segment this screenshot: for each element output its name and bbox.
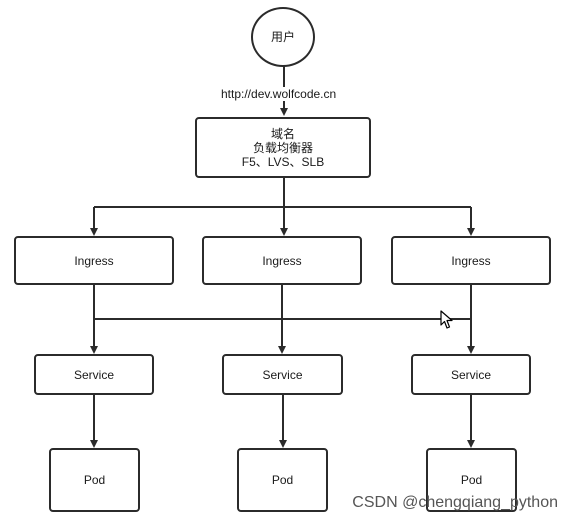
user-label: 用户 bbox=[270, 30, 295, 44]
lb-line-domain: 域名 bbox=[270, 126, 295, 141]
pod-node-3[interactable]: Pod bbox=[426, 448, 517, 512]
load-balancer-node[interactable]: 域名 负载均衡器 F5、LVS、SLB bbox=[195, 117, 371, 178]
pod-label: Pod bbox=[271, 473, 294, 487]
pod-label: Pod bbox=[460, 473, 483, 487]
ingress-node-3[interactable]: Ingress bbox=[391, 236, 551, 285]
service-label: Service bbox=[262, 367, 303, 382]
pod-node-1[interactable]: Pod bbox=[49, 448, 140, 512]
csdn-watermark: CSDN @chengqiang_python bbox=[352, 494, 558, 511]
lb-line-products: F5、LVS、SLB bbox=[241, 154, 325, 169]
service-node-3[interactable]: Service bbox=[411, 354, 531, 395]
lb-line-balancer: 负载均衡器 bbox=[252, 140, 313, 155]
ingress-node-2[interactable]: Ingress bbox=[202, 236, 362, 285]
ingress-node-1[interactable]: Ingress bbox=[14, 236, 174, 285]
pod-label: Pod bbox=[83, 473, 106, 487]
url-label: http://dev.wolfcode.cn bbox=[219, 87, 339, 101]
service-node-1[interactable]: Service bbox=[34, 354, 154, 395]
ingress-label: Ingress bbox=[262, 253, 302, 268]
ingress-label: Ingress bbox=[451, 253, 491, 268]
service-label: Service bbox=[73, 367, 114, 382]
mouse-pointer-icon bbox=[440, 310, 453, 329]
service-node-2[interactable]: Service bbox=[222, 354, 343, 395]
ingress-label: Ingress bbox=[74, 253, 114, 268]
user-node[interactable]: 用户 bbox=[251, 7, 315, 67]
service-label: Service bbox=[450, 367, 491, 382]
pod-node-2[interactable]: Pod bbox=[237, 448, 328, 512]
